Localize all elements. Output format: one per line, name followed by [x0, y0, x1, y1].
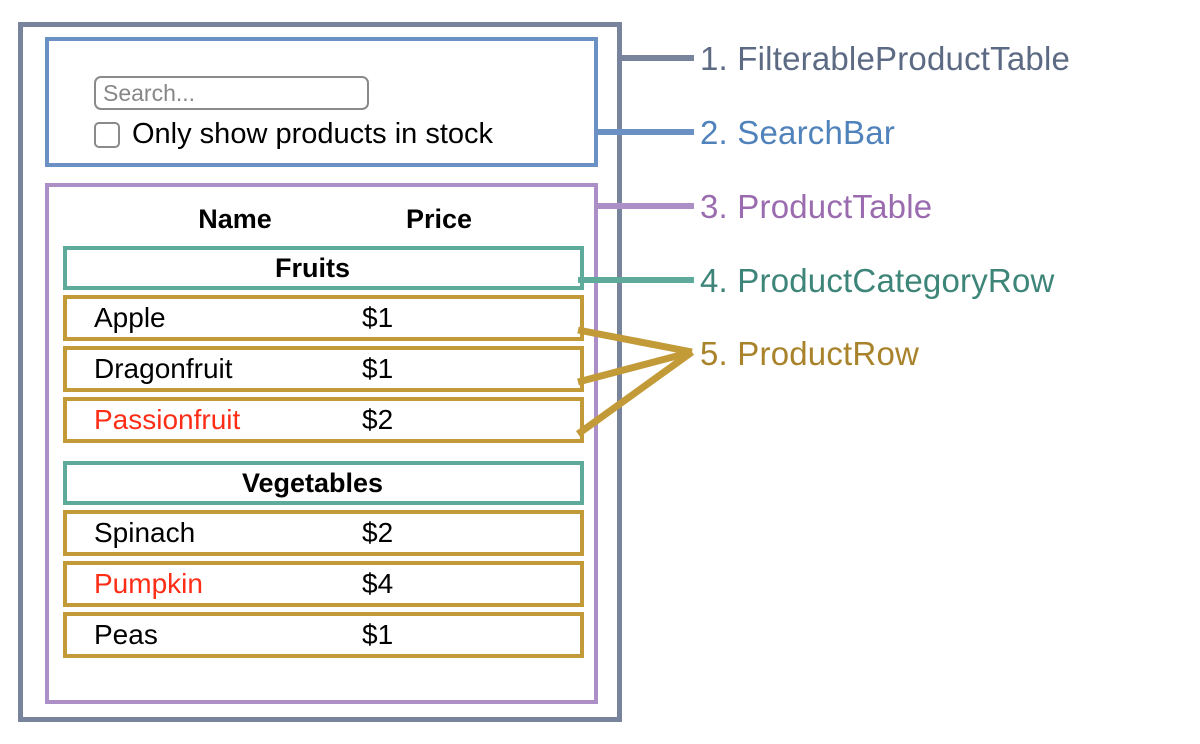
column-header-price: Price [405, 204, 473, 234]
product-name: Spinach [94, 517, 196, 548]
annotation-label-5: 5. ProductRow [700, 335, 920, 372]
product-price: $4 [362, 568, 394, 599]
product-table-header: Name Price [49, 198, 594, 240]
only-in-stock-checkbox[interactable] [94, 121, 120, 148]
product-price: $2 [362, 404, 394, 435]
product-price: $1 [362, 302, 394, 333]
product-row: Spinach $2 [63, 510, 584, 556]
product-price: $1 [362, 353, 394, 384]
product-name: Dragonfruit [94, 353, 233, 384]
product-table-box: Name Price Fruits Apple $1 Dragonfruit $… [45, 183, 598, 704]
column-header-name: Name [198, 204, 272, 234]
product-row: Dragonfruit $1 [63, 346, 584, 392]
product-name: Pumpkin [94, 568, 203, 599]
product-category-row: Fruits [63, 246, 584, 290]
product-row: Peas $1 [63, 612, 584, 658]
annotation-label-3: 3. ProductTable [700, 188, 933, 225]
product-category-label: Vegetables [241, 467, 384, 498]
group-spacer [63, 448, 584, 461]
product-name: Passionfruit [94, 404, 241, 435]
product-table-rows: Fruits Apple $1 Dragonfruit $1 Passionfr… [63, 246, 584, 663]
product-category-label: Fruits [274, 252, 350, 283]
product-category-row: Vegetables [63, 461, 584, 505]
search-input[interactable] [94, 76, 369, 110]
only-in-stock-label: Only show products in stock [132, 118, 494, 150]
product-price: $1 [362, 619, 394, 650]
product-name: Peas [94, 619, 158, 650]
product-name: Apple [94, 302, 166, 333]
only-in-stock-row[interactable]: Only show products in stock [94, 120, 493, 149]
annotation-label-1: 1. FilterableProductTable [700, 40, 1071, 77]
product-row: Apple $1 [63, 295, 584, 341]
product-row: Passionfruit $2 [63, 397, 584, 443]
annotation-label-4: 4. ProductCategoryRow [700, 262, 1055, 299]
product-row: Pumpkin $4 [63, 561, 584, 607]
search-bar-box: Only show products in stock [45, 37, 598, 167]
annotation-label-2: 2. SearchBar [700, 114, 896, 151]
product-price: $2 [362, 517, 394, 548]
